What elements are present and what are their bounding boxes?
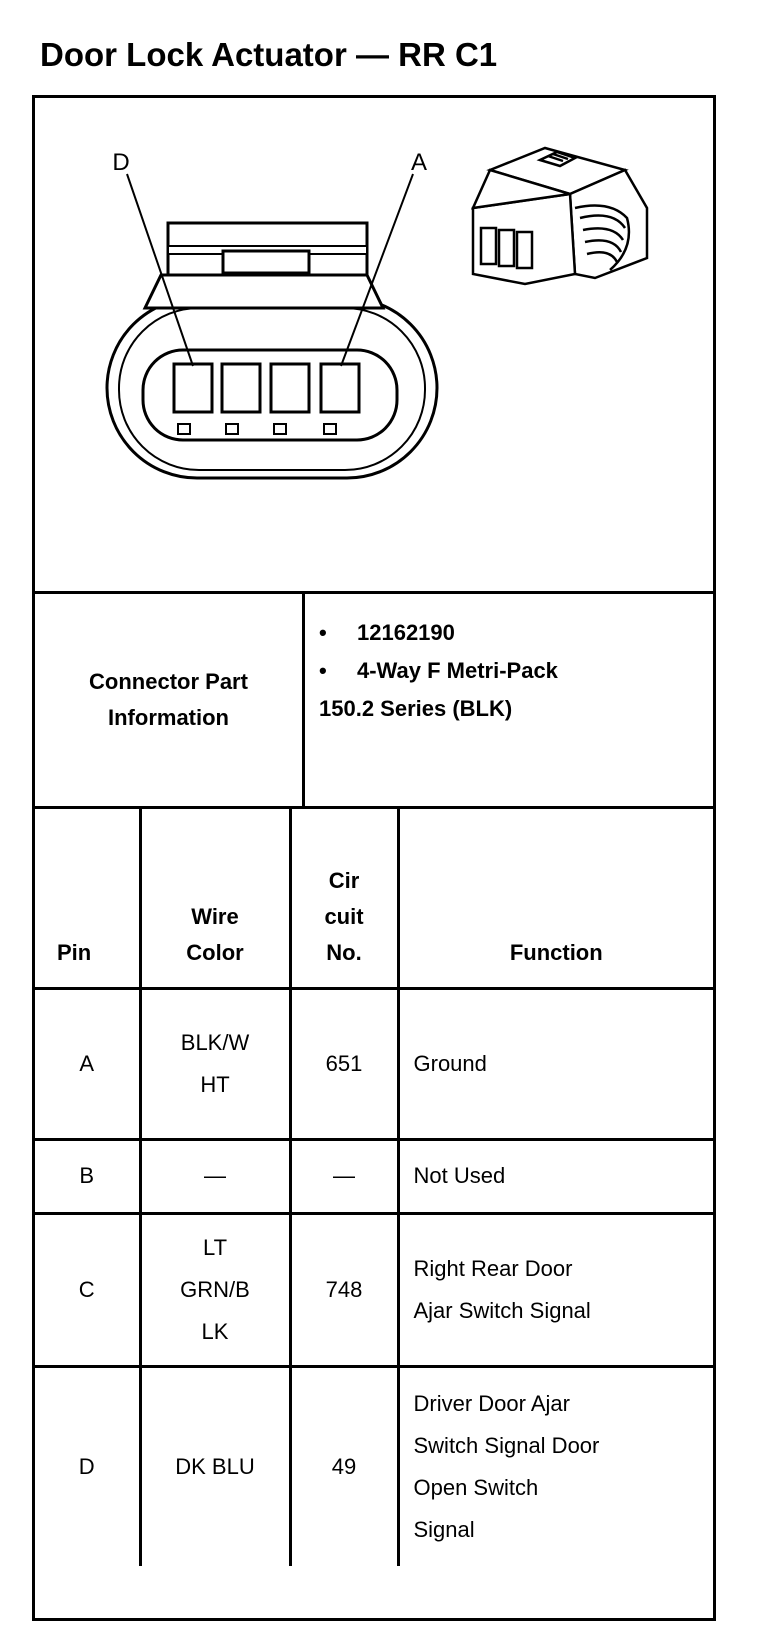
circuit-cell: 748 (288, 1211, 400, 1368)
function-cell: Ground (396, 986, 713, 1141)
pin-cell: A (35, 986, 142, 1141)
cavity-c (220, 362, 262, 414)
page-title: Door Lock Actuator — RR C1 (40, 36, 498, 73)
header-function: Function (396, 809, 713, 990)
pin-cell: C (35, 1211, 142, 1368)
connector-face-drawing: D A (105, 146, 649, 480)
circuit-cell: 49 (288, 1364, 400, 1566)
connector-part-label-line2: Information (108, 705, 229, 730)
pin-label-d: D (112, 149, 129, 176)
part-number: 12162190 (357, 620, 455, 645)
cavity-b (269, 362, 311, 414)
leader-line-a (340, 173, 414, 367)
pin-label-a: A (411, 149, 427, 176)
header-circuit-no: Cir cuit No. (288, 809, 400, 990)
connector-iso-view (470, 146, 649, 286)
connector-frame: D A Connector (32, 95, 716, 1621)
pin-table: Pin Wire Color Cir cuit No. Function A B… (35, 809, 713, 1566)
bullet: • (319, 620, 327, 645)
table-row: B — — Not Used (35, 1137, 713, 1215)
pin-cell: B (35, 1137, 142, 1215)
leader-line-d (126, 173, 194, 367)
latch-base (142, 273, 386, 310)
latch-window (221, 249, 311, 275)
cavity-d (172, 362, 214, 414)
function-cell: Not Used (396, 1137, 713, 1215)
circuit-cell: 651 (288, 986, 400, 1141)
wire-color-cell: — (138, 1137, 292, 1215)
wire-color-cell: DK BLU (138, 1364, 292, 1566)
header-wire-color: Wire Color (138, 809, 292, 990)
part-description-1: 4-Way F Metri-Pack (357, 658, 558, 683)
part-description-line: • 4-Way F Metri-Pack (319, 652, 713, 690)
header-pin: Pin (35, 809, 142, 990)
connector-part-label: Connector Part Information (35, 594, 305, 806)
connector-part-info-row: Connector Part Information • 12162190 • 4-… (35, 594, 713, 809)
connector-part-details: • 12162190 • 4-Way F Metri-Pack 150.2 Seri… (305, 594, 713, 806)
cavity-a (319, 362, 361, 414)
connector-part-label-line1: Connector Part (89, 669, 248, 694)
pin-table-header: Pin Wire Color Cir cuit No. Function (35, 809, 713, 990)
connector-diagram: D A (35, 98, 713, 594)
part-description-2: 150.2 Series (BLK) (319, 696, 513, 721)
circuit-cell: — (288, 1137, 400, 1215)
part-number-line: • 12162190 (319, 614, 713, 652)
pin-cell: D (35, 1364, 142, 1566)
bullet: • (319, 658, 327, 683)
